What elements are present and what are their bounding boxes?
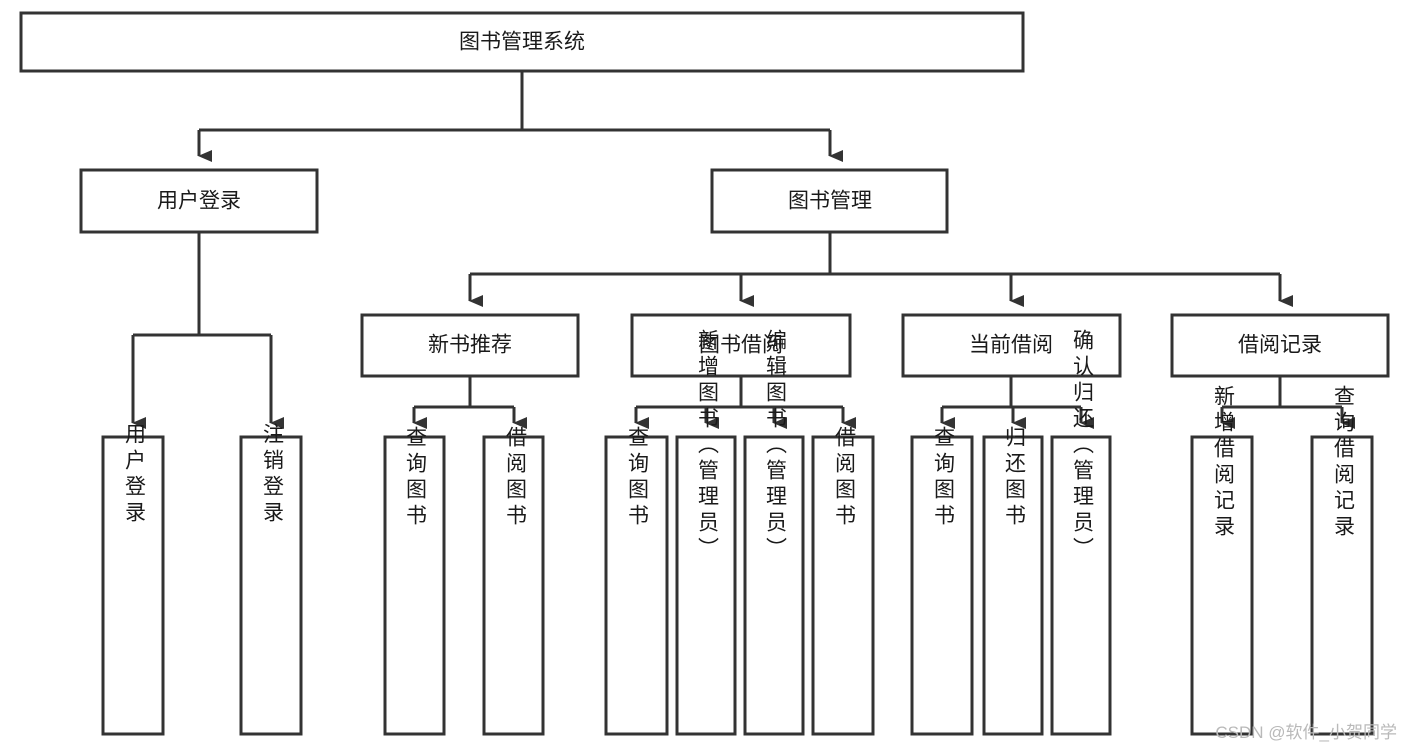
leaf-borrow-book-b[interactable]: 借阅图书 bbox=[811, 426, 875, 736]
leaf-add-record-label: 新增借阅记录 bbox=[1211, 385, 1235, 541]
leaf-query-record-box[interactable] bbox=[1310, 435, 1374, 736]
node-book-borrow[interactable]: 图书借阅 bbox=[630, 313, 852, 378]
leaf-query-book-rec-label: 查询图书 bbox=[403, 426, 427, 530]
node-borrow-record[interactable]: 借阅记录 bbox=[1170, 313, 1390, 378]
leaf-query-book-b-label: 查询图书 bbox=[625, 426, 649, 530]
leaf-borrow-book-b-label: 借阅图书 bbox=[832, 426, 856, 530]
node-current-borrow-box[interactable] bbox=[901, 313, 1122, 378]
node-book-manage[interactable]: 图书管理 bbox=[710, 168, 949, 234]
leaf-query-book-c[interactable]: 查询图书 bbox=[910, 426, 974, 736]
node-current-borrow[interactable]: 当前借阅 bbox=[901, 313, 1122, 378]
leaf-logout-box[interactable] bbox=[239, 435, 303, 736]
leaf-edit-book-label: 编辑图书（管理员） bbox=[763, 329, 787, 563]
leaf-borrow-book-rec[interactable]: 借阅图书 bbox=[482, 426, 545, 736]
leaf-user-login[interactable]: 用户登录 bbox=[101, 423, 165, 736]
node-book-manage-box[interactable] bbox=[710, 168, 949, 234]
leaf-user-login-box[interactable] bbox=[101, 435, 165, 736]
leaf-add-book-label: 新增图书（管理员） bbox=[695, 329, 719, 563]
leaf-query-record[interactable]: 查询借阅记录 bbox=[1310, 385, 1374, 736]
leaf-query-book-rec-box[interactable] bbox=[383, 435, 446, 736]
node-borrow-record-box[interactable] bbox=[1170, 313, 1390, 378]
node-root[interactable]: 图书管理系统 bbox=[19, 11, 1025, 73]
leaf-add-record[interactable]: 新增借阅记录 bbox=[1190, 385, 1254, 736]
leaf-add-book-box[interactable] bbox=[675, 435, 737, 736]
node-root-box[interactable] bbox=[19, 11, 1025, 73]
node-borrow-record-label: 借阅记录 bbox=[1238, 334, 1322, 357]
leaf-confirm-return-box[interactable] bbox=[1050, 435, 1112, 736]
leaf-edit-book[interactable]: 编辑图书（管理员） bbox=[743, 329, 805, 736]
leaf-return-book-label: 归还图书 bbox=[1002, 426, 1026, 530]
node-user-login-box[interactable] bbox=[79, 168, 319, 234]
node-new-book-rec-box[interactable] bbox=[360, 313, 580, 378]
edge-layer bbox=[131, 71, 1355, 429]
leaf-query-book-b-box[interactable] bbox=[604, 435, 669, 736]
node-book-borrow-label: 图书借阅 bbox=[699, 334, 783, 357]
leaf-logout-label: 注销登录 bbox=[260, 423, 284, 527]
leaf-query-book-c-box[interactable] bbox=[910, 435, 974, 736]
leaf-user-login-label: 用户登录 bbox=[122, 423, 146, 527]
node-new-book-rec[interactable]: 新书推荐 bbox=[360, 313, 580, 378]
leaf-return-book-box[interactable] bbox=[982, 435, 1044, 736]
node-book-manage-label: 图书管理 bbox=[788, 190, 872, 213]
leaf-confirm-return[interactable]: 确认归还（管理员） bbox=[1050, 329, 1112, 736]
leaf-query-book-b[interactable]: 查询图书 bbox=[604, 426, 669, 736]
node-current-borrow-label: 当前借阅 bbox=[969, 334, 1053, 357]
leaf-borrow-book-b-box[interactable] bbox=[811, 435, 875, 736]
leaf-query-record-label: 查询借阅记录 bbox=[1331, 385, 1355, 541]
leaf-query-book-c-label: 查询图书 bbox=[931, 426, 955, 530]
node-user-login[interactable]: 用户登录 bbox=[79, 168, 319, 234]
leaf-confirm-return-label: 确认归还（管理员） bbox=[1070, 329, 1094, 563]
node-book-borrow-box[interactable] bbox=[630, 313, 852, 378]
leaf-borrow-book-rec-label: 借阅图书 bbox=[503, 426, 527, 530]
leaf-logout[interactable]: 注销登录 bbox=[239, 423, 303, 736]
node-root-label: 图书管理系统 bbox=[459, 31, 585, 54]
node-user-login-label: 用户登录 bbox=[157, 190, 241, 213]
leaf-add-book[interactable]: 新增图书（管理员） bbox=[675, 329, 737, 736]
leaf-add-record-box[interactable] bbox=[1190, 435, 1254, 736]
node-new-book-rec-label: 新书推荐 bbox=[428, 334, 512, 357]
leaf-return-book[interactable]: 归还图书 bbox=[982, 426, 1044, 736]
leaf-borrow-book-rec-box[interactable] bbox=[482, 435, 545, 736]
leaf-edit-book-box[interactable] bbox=[743, 435, 805, 736]
leaf-query-book-rec[interactable]: 查询图书 bbox=[383, 426, 446, 736]
